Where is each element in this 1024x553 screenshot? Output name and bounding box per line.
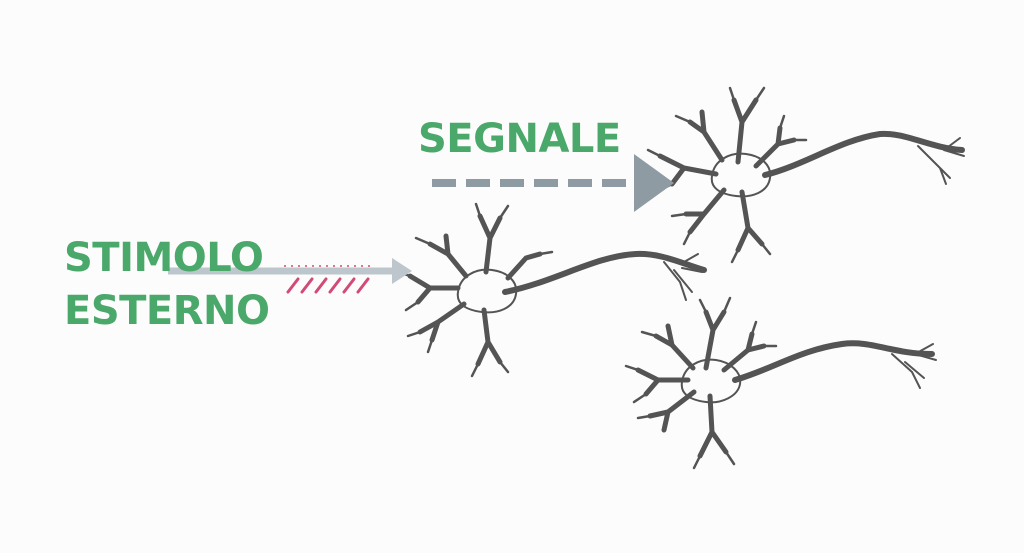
neuron-bottom-terminals [891, 343, 937, 389]
stimulus-hatch [286, 277, 370, 294]
neuron-middle-soma [456, 268, 518, 314]
neuron-top-nucleus [727, 167, 755, 183]
signal-label: SEGNALE [418, 116, 621, 162]
neuron-bottom-axon [732, 340, 935, 383]
stimulus-arrow [168, 258, 412, 294]
neuron-top-terminals [917, 137, 965, 185]
neuron-middle-terminals [663, 253, 703, 301]
neuron-bottom-fine-dendrites [624, 296, 778, 470]
stimulus-label-line1: STIMOLO [64, 235, 263, 281]
neuron-middle-axon [502, 250, 707, 295]
neuron-bottom [624, 296, 937, 470]
signal-arrow [432, 154, 674, 212]
neuron-top-dendrites [657, 97, 797, 253]
stimulus-arrow-head [392, 258, 412, 284]
stimulus-label-line2: ESTERNO [64, 288, 270, 334]
neuron-top-soma [710, 152, 772, 198]
neuron-bottom-dendrites [635, 309, 767, 459]
neuron-top-axon [762, 130, 965, 178]
neuron-bottom-soma [680, 358, 742, 404]
signal-arrow-head [634, 154, 674, 212]
neuron-middle-dendrites [407, 213, 543, 367]
neuron-middle-nucleus [474, 284, 500, 300]
neuron-bottom-nucleus [697, 373, 723, 389]
